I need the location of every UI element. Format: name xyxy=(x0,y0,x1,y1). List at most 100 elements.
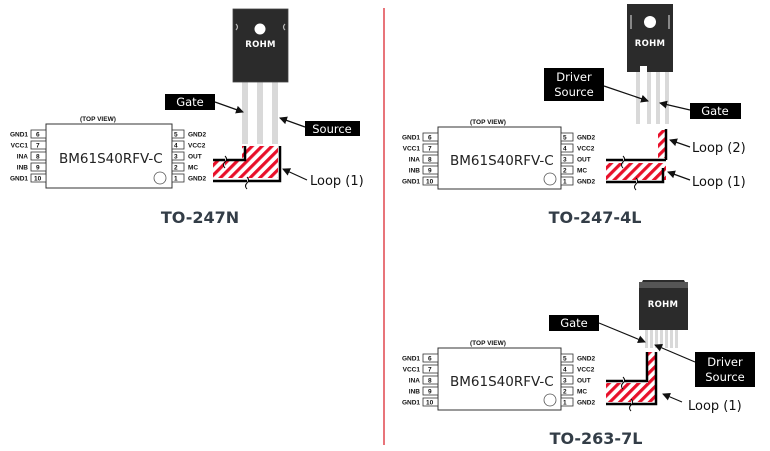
pin-number: 8 xyxy=(36,154,40,161)
loop-2-region xyxy=(658,129,668,160)
rohm-logo: ROHM xyxy=(648,300,679,310)
pin-label: GND2 xyxy=(188,176,206,183)
pin-label: GND2 xyxy=(577,356,595,363)
pin-number: 9 xyxy=(428,168,432,175)
lead-drain xyxy=(257,82,263,144)
pin-number: 4 xyxy=(174,143,178,150)
rohm-logo: ROHM xyxy=(635,39,666,49)
pin-number: 7 xyxy=(428,367,432,374)
pin-number: 10 xyxy=(426,400,434,407)
loop-1-label: Loop (1) xyxy=(310,174,364,189)
loop-1-label: Loop (1) xyxy=(688,399,742,414)
pin-label: GND1 xyxy=(402,356,420,363)
pin-label: VCC1 xyxy=(11,143,29,150)
loop-1-arrow xyxy=(282,168,308,181)
loop-2-label: Loop (2) xyxy=(692,141,746,156)
driver-source-callout xyxy=(544,68,604,101)
pin-number: 4 xyxy=(563,367,567,374)
pin1-marker xyxy=(153,171,167,185)
gate-callout xyxy=(690,103,741,119)
pin-label: INA xyxy=(409,378,421,385)
pin-number: 2 xyxy=(563,168,567,175)
source-arrow xyxy=(279,116,306,128)
lead-gate xyxy=(656,72,660,124)
lead-source xyxy=(272,82,278,144)
driver-source-callout-text: Driver xyxy=(707,355,743,369)
pin-label: INB xyxy=(409,389,421,396)
package-body xyxy=(232,8,289,83)
panel-to-247-4l: (TOP VIEW) BM61S40RFV-C 6 7 8 9 10 GND1 … xyxy=(402,4,746,227)
pin-label: OUT xyxy=(577,157,591,164)
package-body xyxy=(627,4,673,72)
ic-chip: (TOP VIEW) BM61S40RFV-C 6 7 8 9 10 GND1 … xyxy=(402,119,595,190)
ic-body xyxy=(45,123,173,189)
to-247n-package: ROHM xyxy=(232,8,289,144)
source-callout xyxy=(305,121,360,136)
pin-label: VCC2 xyxy=(188,143,206,150)
driver-source-callout-text: Source xyxy=(705,370,745,384)
pin-number: 3 xyxy=(174,154,178,161)
pin-number: 9 xyxy=(428,389,432,396)
driver-source-arrow xyxy=(654,344,696,363)
ic-body xyxy=(437,126,562,190)
pin-label: OUT xyxy=(188,154,202,161)
ic-chip: (TOP VIEW) BM61S40RFV-C 6 7 8 9 10 GND1 … xyxy=(402,340,595,411)
pin-label: GND1 xyxy=(402,400,420,407)
mounting-hole xyxy=(644,16,656,28)
package-body xyxy=(639,280,688,330)
pin-number: 5 xyxy=(174,132,178,139)
pin-label: GND2 xyxy=(577,400,595,407)
package-caption: TO-263-7L xyxy=(550,429,643,448)
to-247-4l-package: ROHM xyxy=(627,4,673,124)
pin-number: 5 xyxy=(563,356,567,363)
driver-source-callout-text: Source xyxy=(554,85,594,99)
pin-label: GND2 xyxy=(188,132,206,139)
top-view-label: (TOP VIEW) xyxy=(470,119,506,126)
pin-number: 8 xyxy=(428,378,432,385)
pin-number: 9 xyxy=(36,165,40,172)
loop-1-region xyxy=(606,155,666,191)
pin-number: 3 xyxy=(563,378,567,385)
panel-to-263-7l: (TOP VIEW) BM61S40RFV-C 6 7 8 9 10 GND1 … xyxy=(402,280,755,448)
top-view-label: (TOP VIEW) xyxy=(470,340,506,347)
gate-arrow xyxy=(214,101,244,114)
pin-label: GND2 xyxy=(577,179,595,186)
pin-label: INA xyxy=(409,157,421,164)
top-view-label: (TOP VIEW) xyxy=(80,116,116,123)
driver-source-arrow xyxy=(603,85,649,103)
rohm-logo: ROHM xyxy=(245,40,276,50)
pin-number: 6 xyxy=(428,135,432,142)
loop-1-region xyxy=(213,146,282,190)
pin-label: MC xyxy=(577,168,587,175)
pin-number: 10 xyxy=(34,176,42,183)
pin-label: GND1 xyxy=(402,135,420,142)
pin-number: 4 xyxy=(563,146,567,153)
gate-callout xyxy=(549,315,599,331)
pin-number: 1 xyxy=(563,179,567,186)
pin-label: GND1 xyxy=(402,179,420,186)
mounting-hole xyxy=(254,23,266,35)
pin-label: INB xyxy=(409,168,421,175)
pin-number: 6 xyxy=(36,132,40,139)
ic-body xyxy=(437,347,562,411)
pin-label: MC xyxy=(577,389,587,396)
pin-label: VCC1 xyxy=(403,146,421,153)
package-caption: TO-247N xyxy=(161,208,239,227)
pin-label: MC xyxy=(188,165,198,172)
pin-number: 5 xyxy=(563,135,567,142)
lead-gate xyxy=(242,82,248,144)
loop-1-region xyxy=(606,352,658,412)
pin-number: 7 xyxy=(36,143,40,150)
source-callout-text: Source xyxy=(312,122,352,136)
pin-label: OUT xyxy=(577,378,591,385)
pin-number: 7 xyxy=(428,146,432,153)
panel-to-247n: (TOP VIEW) BM61S40RFV-C 6 7 8 9 10 GND1 … xyxy=(10,8,364,227)
gate-callout-text: Gate xyxy=(560,316,588,330)
pin-number: 2 xyxy=(563,389,567,396)
pin-label: VCC1 xyxy=(403,367,421,374)
ic-part-name: BM61S40RFV-C xyxy=(59,151,163,167)
pin-number: 2 xyxy=(174,165,178,172)
pin-number: 6 xyxy=(428,356,432,363)
lead-driver-source xyxy=(647,72,651,124)
